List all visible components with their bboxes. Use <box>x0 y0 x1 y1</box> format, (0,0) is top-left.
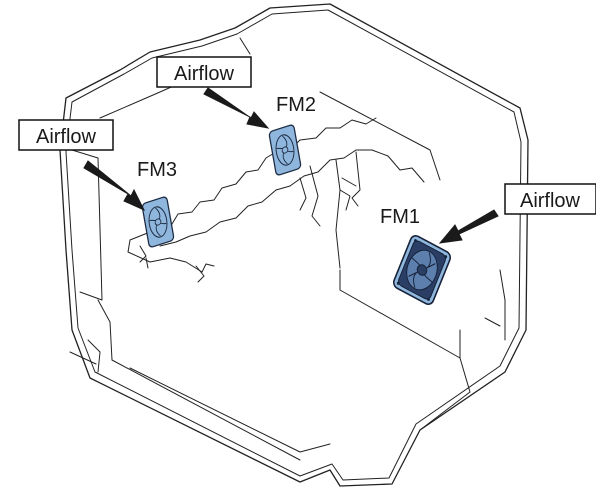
airflow-arrow-icon <box>438 209 499 244</box>
airflow-callout-fm2: Airflow <box>156 56 270 129</box>
fan-fm1 <box>393 234 451 306</box>
fan-label-fm1: FM1 <box>380 206 420 228</box>
airflow-callout-box <box>18 119 114 151</box>
fan-fm3-hub <box>154 218 162 226</box>
fan-label-fm2: FM2 <box>276 94 316 116</box>
fan-fm1-hub <box>416 264 428 276</box>
airflow-arrow-icon <box>203 87 270 129</box>
airflow-callout-text: Airflow <box>520 190 581 212</box>
airflow-callout-fm1: Airflow <box>438 183 596 244</box>
fan-fm1-screw <box>396 281 400 285</box>
printer-body-outline <box>59 3 529 487</box>
airflow-callout-fm3: Airflow <box>18 119 146 212</box>
fan-fm3 <box>141 196 175 248</box>
airflow-callout-text: Airflow <box>36 126 97 148</box>
fan-fm2 <box>268 124 302 176</box>
fan-fm1-screw <box>414 239 417 243</box>
fan-fm3-blade-ring <box>148 206 168 238</box>
fan-fm1-screw <box>444 255 448 259</box>
fan-label-fm3: FM3 <box>137 159 177 181</box>
airflow-callout-box <box>504 183 596 215</box>
airflow-callout-text: Airflow <box>174 63 235 85</box>
fan-fm1-screw <box>427 297 430 301</box>
airflow-arrow-icon <box>83 160 146 212</box>
airflow-callout-box <box>156 56 252 88</box>
fan-fm2-blade-ring <box>275 134 295 166</box>
fan-fm2-hub <box>281 146 289 154</box>
